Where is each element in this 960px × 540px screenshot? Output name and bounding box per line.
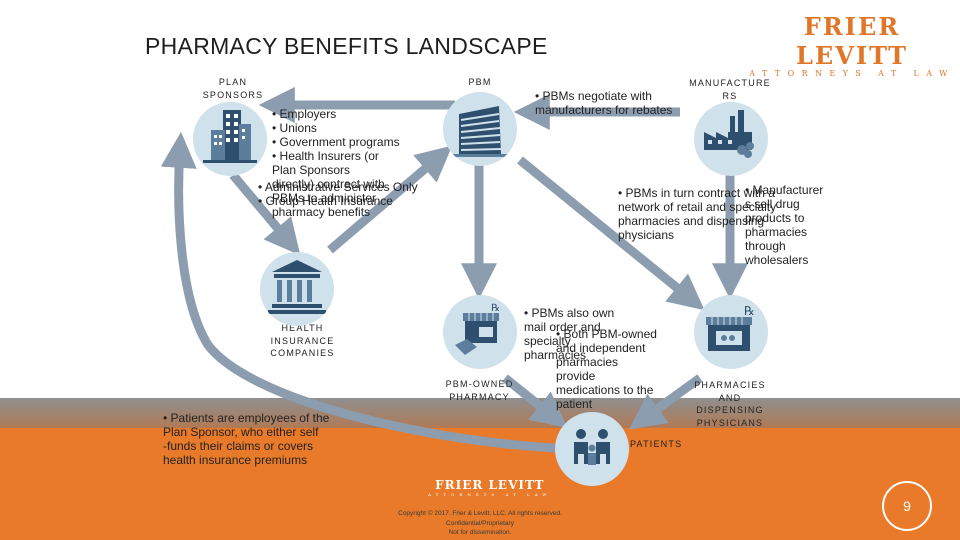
arrow-pbm-to-pharmacies xyxy=(517,156,705,311)
plan-sponsors-node xyxy=(193,102,267,176)
footer-logo: FRIER LEVITT ATTORNEYS AT LAW xyxy=(428,478,552,497)
note-pbm-own: • PBMs also own mail order and specialty… xyxy=(524,306,615,362)
note-both-pharmacies: • Both PBM-owned and independent pharmac… xyxy=(556,327,657,411)
company-logo: FRIER LEVITT ATTORNEYS AT LAW xyxy=(744,12,960,78)
footer-logo-main: FRIER LEVITT xyxy=(435,478,545,492)
page-title: PHARMACY BENEFITS LANDSCAPE xyxy=(145,33,548,59)
family-icon xyxy=(574,429,610,465)
band-transition xyxy=(0,398,960,428)
pbm-owned-pharmacy-node: ℞ xyxy=(443,295,517,369)
label-plan-sponsors: PLAN SPONSORS xyxy=(202,77,264,100)
note-plan-sponsor-types: • Employers • Unions • Government progra… xyxy=(272,107,400,219)
footer-logo-sub: ATTORNEYS AT LAW xyxy=(428,492,552,497)
label-pbm-owned-pharmacy: PBM-OWNED PHARMACY xyxy=(445,379,514,402)
label-manufacturers: MANUFACTURE RS xyxy=(689,78,771,101)
arrow-pharmacies-to-patients xyxy=(628,374,703,430)
logo-main-text: FRIER LEVITT xyxy=(796,12,908,70)
label-health-insurance: HEALTH INSURANCE COMPANIES xyxy=(270,323,335,358)
pharmacies-node: ℞ xyxy=(694,295,768,369)
copyright-notice: Copyright © 2017. Frier & Levitt, LLC. A… xyxy=(398,510,562,536)
label-pbm: PBM xyxy=(468,77,492,87)
page-number: 9 xyxy=(882,481,932,531)
svg-text:℞: ℞ xyxy=(744,304,755,318)
label-pharmacies: PHARMACIES AND DISPENSING PHYSICIANS xyxy=(694,380,766,428)
arrow-plan-sponsors-to-health-insurance xyxy=(229,172,301,256)
corporate-building-icon xyxy=(451,106,509,157)
pharmacy-store-icon: ℞ xyxy=(706,304,755,351)
note-aso: • Administrative Services Only • Group H… xyxy=(258,180,418,208)
patients-node xyxy=(555,412,629,486)
manufacturers-node xyxy=(694,102,768,176)
note-manufacturer-sell: • Manufacturer s sell drug products to p… xyxy=(745,183,824,267)
svg-text:℞: ℞ xyxy=(491,303,500,314)
arrow-pbm-owned-to-patients xyxy=(502,374,568,429)
arrow-health-insurance-to-pbm xyxy=(327,145,453,254)
arrow-patients-to-plan-sponsors xyxy=(160,131,556,453)
office-building-icon xyxy=(203,110,257,163)
pbm-node xyxy=(443,92,517,166)
label-patients: PATIENTS xyxy=(630,439,683,449)
logo-sub-text: ATTORNEYS AT LAW xyxy=(749,69,955,78)
note-patients: • Patients are employees of the Plan Spo… xyxy=(163,411,330,467)
factory-icon xyxy=(704,110,754,158)
note-pbm-rebates: • PBMs negotiate with manufacturers for … xyxy=(535,89,673,117)
health-insurance-node xyxy=(260,252,334,326)
storefront-icon: ℞ xyxy=(455,303,500,355)
note-pbm-network: • PBMs in turn contract with a network o… xyxy=(618,186,777,242)
bank-icon xyxy=(268,260,326,314)
